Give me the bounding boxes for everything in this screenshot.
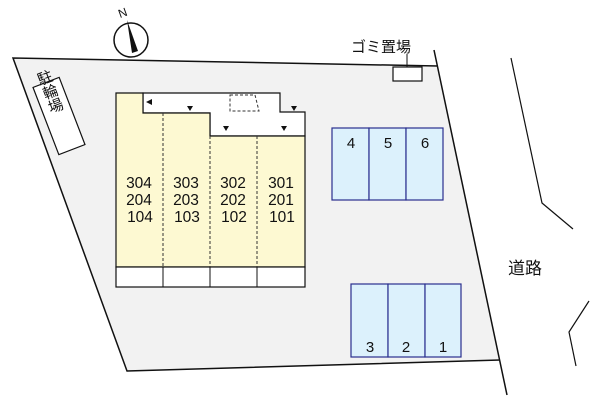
parking-number: 3 (366, 339, 374, 356)
building: 304 204 104 303 203 103 302 202 102 301 … (115, 92, 306, 288)
garbage-label: ゴミ置場 (351, 38, 411, 56)
garbage-area (392, 66, 423, 82)
parking-number: 4 (347, 135, 355, 152)
unit-label: 201 (268, 192, 294, 209)
parking-number: 2 (402, 339, 410, 356)
parking-bottom (350, 283, 462, 358)
unit-label: 104 (127, 209, 153, 226)
unit-label: 302 (220, 175, 246, 192)
north-arrow-icon: N (113, 5, 149, 58)
parking-space (387, 283, 426, 358)
road-label: 道路 (508, 259, 542, 279)
unit-label: 204 (126, 192, 152, 209)
road-far-edge-top (510, 57, 574, 230)
road-edge-line (433, 49, 508, 396)
unit-label: 101 (269, 209, 295, 226)
unit-label: 102 (221, 209, 247, 226)
parking-number: 6 (421, 135, 429, 152)
unit-label: 304 (126, 175, 152, 192)
unit-label: 202 (220, 192, 246, 209)
road-far-edge-bottom (568, 300, 590, 367)
unit-label: 203 (173, 192, 199, 209)
compass-label: N (116, 5, 129, 21)
unit-label: 103 (174, 209, 200, 226)
unit-label: 303 (173, 175, 199, 192)
unit-label: 301 (268, 175, 294, 192)
parking-top (331, 127, 444, 201)
parking-number: 1 (439, 339, 447, 356)
lot-boundary (11, 57, 501, 372)
parking-space (424, 283, 462, 358)
parking-space (405, 127, 444, 201)
entrance-arrow-icons (146, 99, 297, 131)
parking-number: 5 (384, 135, 392, 152)
